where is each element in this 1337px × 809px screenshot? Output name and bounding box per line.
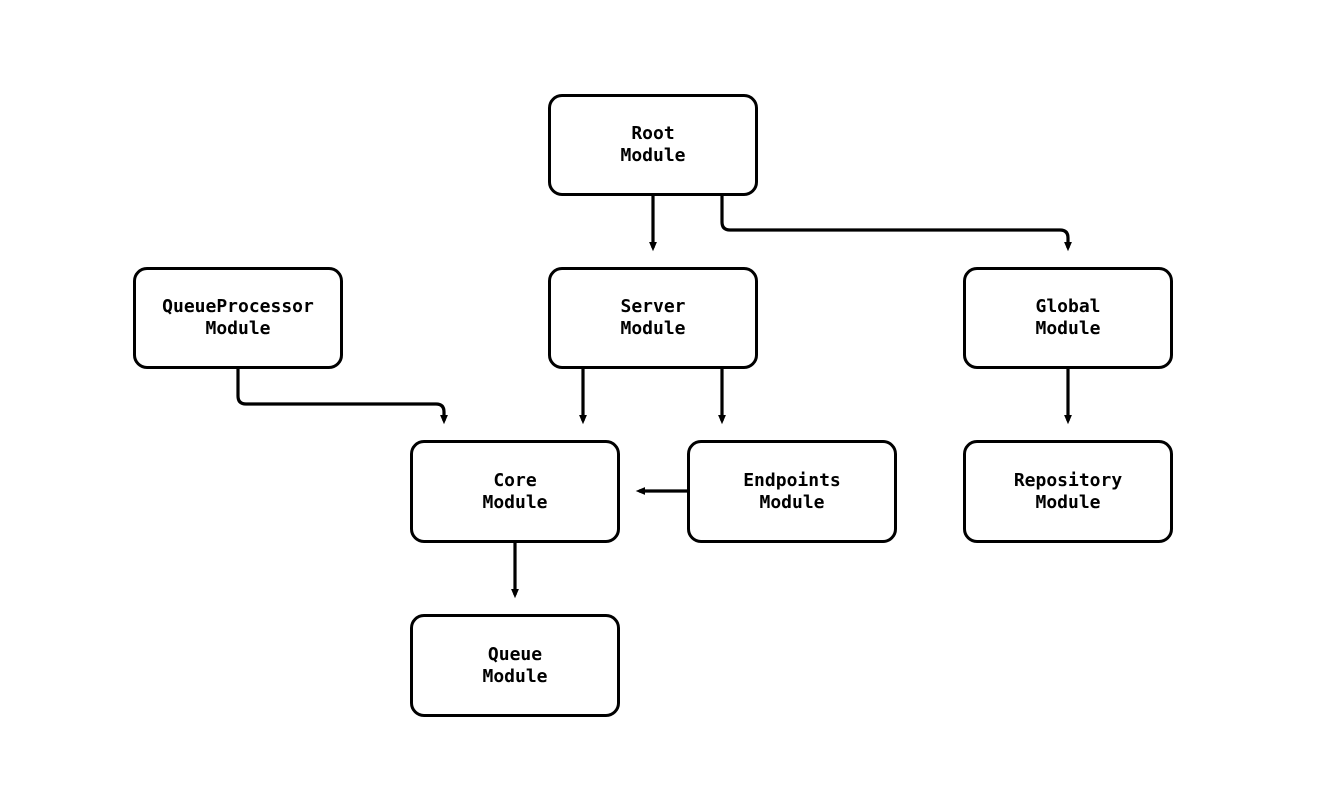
node-queueprocessor-label-line2: Module: [205, 318, 271, 339]
node-core[interactable]: Core Module: [410, 440, 620, 543]
node-queueprocessor-label-line1: QueueProcessor: [162, 296, 314, 317]
node-queueprocessor[interactable]: QueueProcessor Module: [133, 267, 343, 369]
node-repository[interactable]: Repository Module: [963, 440, 1173, 543]
node-global-label-line1: Global: [1035, 296, 1101, 317]
node-queue-label-line2: Module: [482, 665, 548, 687]
node-server[interactable]: Server Module: [548, 267, 758, 369]
node-core-label-line1: Core: [493, 469, 537, 491]
node-server-label-line2: Module: [620, 318, 686, 339]
node-root[interactable]: Root Module: [548, 94, 758, 196]
node-root-label-line2: Module: [620, 145, 686, 166]
node-endpoints-label-line2: Module: [759, 491, 825, 513]
edge-queueprocessor-to-core: [236, 369, 448, 425]
node-root-label-line1: Root: [631, 123, 675, 144]
node-repository-label-line2: Module: [1035, 491, 1101, 513]
node-global[interactable]: Global Module: [963, 267, 1173, 369]
node-queue-label-line1: Queue: [487, 643, 543, 665]
node-endpoints-label-line1: Endpoints: [743, 469, 841, 491]
node-endpoints[interactable]: Endpoints Module: [687, 440, 897, 543]
edge-root-to-global: [720, 196, 1072, 252]
node-queue[interactable]: Queue Module: [410, 614, 620, 717]
node-global-label-line2: Module: [1035, 318, 1101, 339]
node-server-label-line1: Server: [620, 296, 686, 317]
node-core-label-line2: Module: [482, 491, 548, 513]
node-repository-label-line1: Repository: [1013, 469, 1123, 491]
